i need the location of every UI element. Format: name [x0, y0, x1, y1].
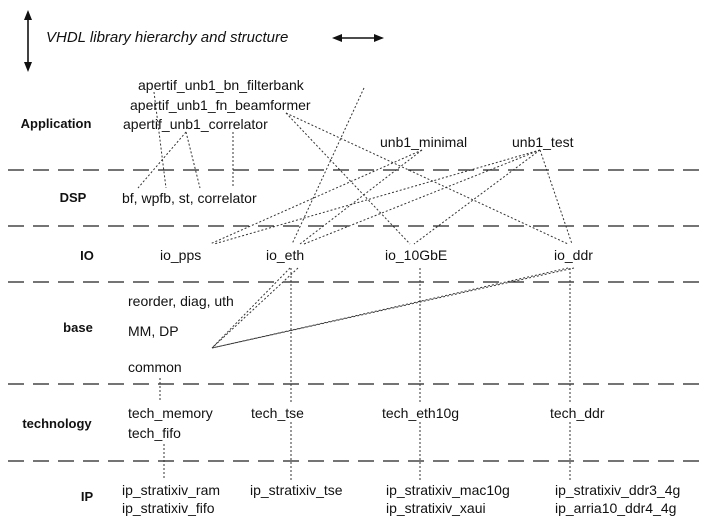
node-tech-memory: tech_memory	[128, 405, 213, 421]
node-unb1-test: unb1_test	[512, 134, 574, 150]
link-minimal-eth	[299, 149, 423, 245]
layer-dsp: DSP	[60, 190, 87, 205]
link-beamformer-eth	[291, 87, 365, 245]
layer-ip: IP	[81, 489, 94, 504]
node-correlator-app: apertif_unb1_correlator	[123, 116, 268, 132]
link-filterbank-dsp	[153, 91, 167, 189]
node-beamformer: apertif_unb1_fn_beamformer	[130, 97, 311, 113]
node-ip-ddr4: ip_arria10_ddr4_4g	[555, 500, 676, 516]
node-tech-eth10g: tech_eth10g	[382, 405, 459, 421]
link-test-eth	[303, 149, 541, 245]
link-correlator-bf	[137, 131, 187, 189]
link-eth-base-2	[211, 267, 299, 349]
node-tech-ddr: tech_ddr	[550, 405, 605, 421]
node-unb1-minimal: unb1_minimal	[380, 134, 467, 150]
layer-io: IO	[80, 248, 94, 263]
node-ip-tse: ip_stratixiv_tse	[250, 482, 343, 498]
node-ip-ram: ip_stratixiv_ram	[122, 482, 220, 498]
link-minimal-pps	[209, 149, 423, 245]
node-tech-tse: tech_tse	[251, 405, 304, 421]
link-eth-base	[211, 267, 291, 349]
layer-application: Application	[21, 116, 92, 131]
node-io-pps: io_pps	[160, 247, 201, 263]
node-ip-fifo: ip_stratixiv_fifo	[122, 500, 215, 516]
horizontal-arrow-icon	[332, 34, 384, 42]
link-beamformer-ddr	[285, 112, 569, 245]
node-ip-xaui: ip_stratixiv_xaui	[386, 500, 486, 516]
node-io-eth: io_eth	[266, 247, 304, 263]
node-tech-fifo: tech_fifo	[128, 425, 181, 441]
diagram-title: VHDL library hierarchy and structure	[46, 29, 288, 46]
layer-base: base	[63, 320, 93, 335]
link-correlator-wpfb	[185, 131, 201, 189]
node-ip-ddr3: ip_stratixiv_ddr3_4g	[555, 482, 680, 498]
link-test-ddr	[539, 149, 573, 245]
link-ddr-base-2	[211, 267, 575, 349]
vertical-arrow-icon	[24, 10, 32, 72]
node-base-common: common	[128, 359, 182, 375]
dependency-links	[137, 87, 575, 480]
node-io-ddr: io_ddr	[554, 247, 593, 263]
link-test-pps	[213, 149, 541, 245]
link-test-10gbe	[413, 149, 541, 245]
node-dsp-libs: bf, wpfb, st, correlator	[122, 190, 257, 206]
node-filterbank: apertif_unb1_bn_filterbank	[138, 77, 305, 93]
node-base-mm-dp: MM, DP	[128, 323, 179, 339]
node-base-reorder: reorder, diag, uth	[128, 293, 234, 309]
layer-technology: technology	[22, 416, 92, 431]
link-beamformer-10gbe	[285, 112, 411, 245]
node-io-10gbe: io_10GbE	[385, 247, 447, 263]
node-ip-mac10g: ip_stratixiv_mac10g	[386, 482, 510, 498]
